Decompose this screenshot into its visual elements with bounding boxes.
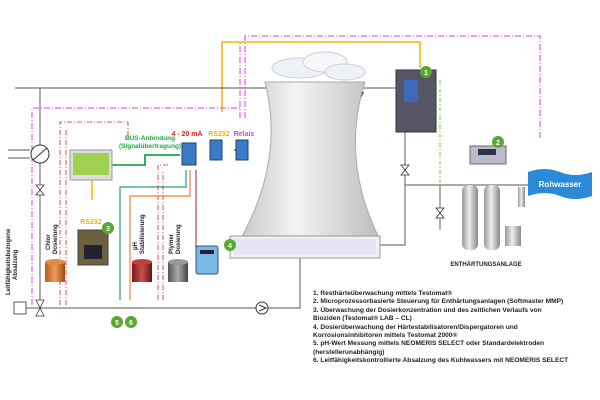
rs232-top-label: RS232 xyxy=(208,131,230,138)
ph-label: pH xyxy=(133,242,139,250)
ma-label: 4 - 20 mA xyxy=(171,131,202,138)
legend: 1. Resthärteüberwachung mittels Testomat… xyxy=(313,290,600,366)
device-testomat xyxy=(395,69,437,133)
legend-item: 1. Resthärteüberwachung mittels Testomat… xyxy=(313,290,453,297)
legend-item: 3. Überwachung der Dosierkonzentration u… xyxy=(313,306,542,314)
polymer-label: Plymer xyxy=(169,233,175,254)
legend-item: 4. Dosierüberwachung der Härtestabilisat… xyxy=(313,323,518,331)
legend-item: (herstellerunabhängig) xyxy=(313,348,385,356)
rohwasser-label: Rohwasser xyxy=(539,180,582,189)
badge-6: 6 xyxy=(129,320,133,327)
legend-item: 5. pH-Wert Messung mittels NEOMERIS SELE… xyxy=(313,340,545,348)
enthaertung-label: ENTHÄRTUNGSANLAGE xyxy=(450,261,521,268)
dosing-tanks xyxy=(45,259,188,282)
leitfaehigkeit-sub-label: Absalzung xyxy=(13,249,19,280)
pump-icon xyxy=(255,301,269,315)
badge-2: 2 xyxy=(496,140,500,147)
rohwasser-banner xyxy=(528,169,592,199)
bus-label: BUS-Anbindung xyxy=(125,135,175,142)
chlor-sub-label: Dosierung xyxy=(53,224,59,254)
device-testomat-lab xyxy=(77,229,109,266)
chlor-label: Chlor xyxy=(46,234,52,250)
legend-item: 6. Leitfähigkeitskontrollierte Absalzung… xyxy=(313,357,569,365)
leitfaehigkeit-label: Leitfähigkeitsbezogene xyxy=(6,228,12,295)
relais-label: Relais xyxy=(234,131,255,138)
device-softmaster xyxy=(469,145,507,165)
badge-3: 3 xyxy=(106,226,110,233)
device-testomat-2000 xyxy=(195,245,219,275)
badge-5: 5 xyxy=(115,320,119,327)
legend-item: Korrosionsinhibitoren mittels Testomat 2… xyxy=(313,332,458,340)
bus-sub-label: (Signalübertragung) xyxy=(119,143,181,150)
signal-modules xyxy=(181,139,249,166)
number-badges: 1 2 3 4 5 6 xyxy=(102,66,504,328)
valve-icons xyxy=(13,164,445,317)
legend-item: Bioziden (Testomat® LAB – CL) xyxy=(313,315,412,323)
heat-exchanger-icon xyxy=(30,144,50,164)
polymer-sub-label: Dosierung xyxy=(176,224,182,254)
ph-sub-label: Stabilisierung xyxy=(140,214,146,254)
badge-1: 1 xyxy=(424,70,428,77)
badge-4: 4 xyxy=(228,243,232,250)
cooling-tower xyxy=(229,51,381,259)
rs232-left-label: RS232 xyxy=(80,219,102,226)
softener-tanks xyxy=(462,185,525,250)
controller-display xyxy=(69,149,113,181)
legend-item: 2. Microprozessorbasierte Steuerung für … xyxy=(313,298,564,306)
